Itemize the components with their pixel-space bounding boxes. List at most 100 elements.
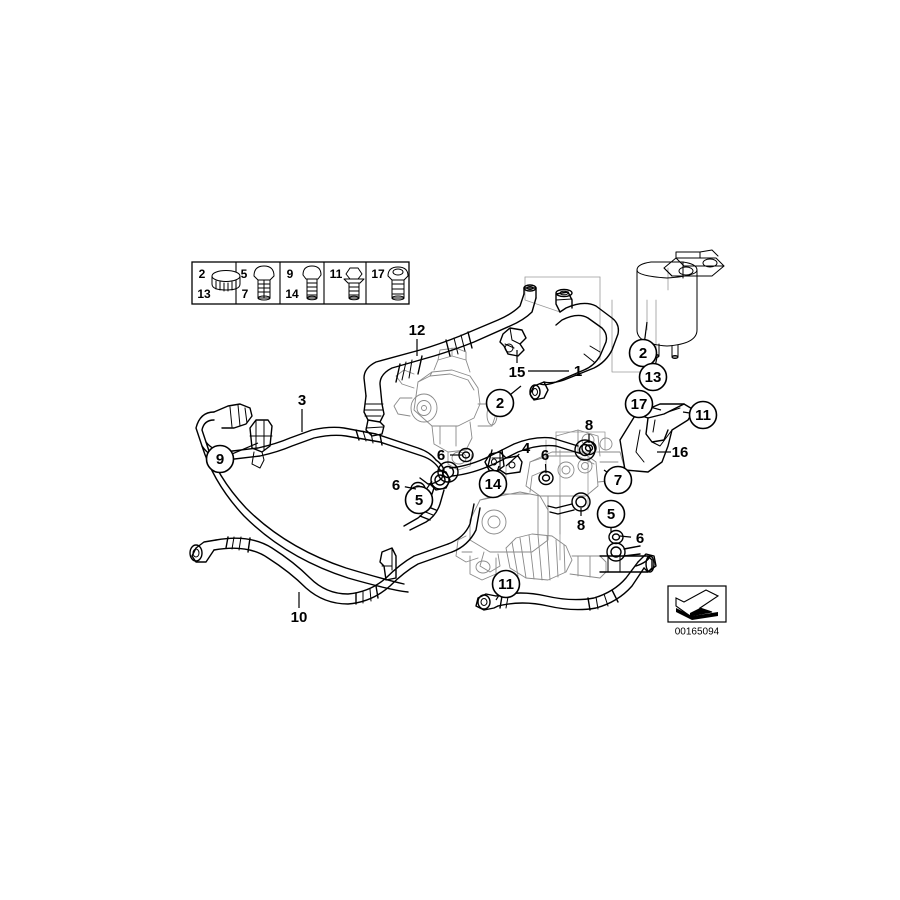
callout-number-5: 5 [607, 506, 615, 523]
callout-leader-line [682, 411, 690, 414]
callout-number-13: 13 [645, 369, 662, 386]
callout-6[interactable]: 6 [392, 477, 417, 494]
callout-circle [624, 389, 654, 419]
callout-number-6: 6 [392, 477, 400, 494]
callout-leader-line [651, 406, 662, 411]
callout-number-8: 8 [585, 417, 593, 434]
callout-number-16: 16 [672, 444, 689, 461]
callout-2[interactable]: 2 [628, 321, 658, 368]
legend-number-11: 11 [330, 267, 343, 281]
callout-10[interactable]: 10 [291, 592, 308, 626]
flange-bolt-icon [343, 267, 365, 301]
callout-6[interactable]: 6 [437, 447, 462, 464]
pressure-hose-3 [195, 403, 451, 531]
callout-17[interactable]: 17 [624, 389, 662, 419]
legend-number-5: 5 [241, 267, 248, 281]
callout-number-5: 5 [415, 492, 423, 509]
callout-3[interactable]: 3 [298, 392, 306, 432]
rack-mount-bracket [379, 547, 397, 581]
return-hose-1 [529, 288, 620, 401]
callout-13[interactable]: 13 [638, 356, 668, 392]
callout-8[interactable]: 8 [585, 417, 593, 443]
heat-shield [619, 403, 695, 473]
legend-number-13: 13 [197, 287, 211, 301]
callout-number-4: 4 [522, 440, 531, 457]
callout-number-6: 6 [636, 530, 644, 547]
hex-bolt-icon [302, 265, 322, 301]
callout-number-10: 10 [291, 609, 308, 626]
callout-circle [485, 388, 515, 418]
dome-bolt-icon [387, 266, 409, 301]
suction-hose-12 [363, 284, 537, 437]
callout-9[interactable]: 9 [205, 442, 259, 474]
diagram-id-text: 00165094 [675, 627, 720, 638]
callout-6[interactable]: 6 [619, 530, 644, 547]
legend-number-9: 9 [287, 267, 294, 281]
callout-number-7: 7 [614, 472, 622, 489]
callout-circle [688, 400, 718, 430]
callout-circle [478, 469, 508, 499]
callout-16[interactable]: 16 [657, 444, 688, 461]
legend-number-2: 2 [199, 267, 206, 281]
callout-12[interactable]: 12 [409, 322, 426, 356]
callout-7[interactable]: 7 [603, 465, 633, 495]
callout-11[interactable]: 11 [491, 569, 521, 601]
callout-15[interactable]: 15 [509, 350, 526, 381]
callout-leader-line [510, 385, 522, 395]
callout-number-15: 15 [509, 364, 526, 381]
callout-circle [205, 444, 235, 474]
legend-number-17: 17 [371, 267, 385, 281]
callout-2[interactable]: 2 [485, 385, 522, 418]
callout-5[interactable]: 5 [404, 480, 434, 515]
callout-leader-line [495, 595, 500, 601]
callout-leader-line [505, 453, 520, 467]
callout-number-2: 2 [639, 345, 647, 362]
callout-1[interactable]: 1 [528, 363, 582, 380]
sealing-washer-6d [608, 529, 624, 545]
legend-number-14: 14 [285, 287, 299, 301]
callout-4[interactable]: 4 [505, 440, 531, 467]
hose-clamp-icon [211, 270, 241, 292]
callout-leader-line [426, 480, 433, 490]
steering-gear-rack [455, 429, 625, 581]
callout-number-6: 6 [437, 447, 445, 464]
legend-number-7: 7 [242, 287, 249, 301]
callout-11[interactable]: 11 [682, 400, 718, 430]
callout-circle [628, 338, 658, 368]
hose-clip-15 [499, 327, 527, 357]
cooler-tube [599, 555, 655, 573]
callout-number-9: 9 [216, 451, 224, 468]
callout-circle [404, 485, 434, 515]
callout-number-8: 8 [577, 517, 585, 534]
callout-number-17: 17 [631, 396, 648, 413]
cooler-hose-10 [189, 503, 481, 605]
callout-number-11: 11 [695, 407, 711, 424]
callout-number-1: 1 [574, 363, 582, 380]
callout-leader-line [619, 535, 632, 538]
callout-5[interactable]: 5 [596, 499, 626, 534]
callout-number-14: 14 [485, 476, 502, 493]
callout-leader-line [232, 442, 259, 455]
callout-number-3: 3 [298, 392, 306, 409]
callout-leader-line [404, 486, 417, 490]
callout-6[interactable]: 6 [541, 447, 549, 474]
callout-leader-line [544, 463, 547, 474]
direction-arrow-icon [675, 589, 720, 620]
callout-circle [603, 465, 633, 495]
callout-14[interactable]: 14 [478, 465, 508, 499]
callout-leader-line [644, 321, 648, 340]
callout-circle [491, 569, 521, 599]
callout-8[interactable]: 8 [577, 508, 585, 534]
callout-number-6: 6 [541, 447, 549, 464]
banjo-bolt-icon [253, 265, 275, 301]
callout-circle [638, 362, 668, 392]
callout-leader-line [655, 356, 658, 364]
rack-return-hose [475, 553, 657, 611]
callout-circle [596, 499, 626, 529]
callout-leader-line [496, 465, 500, 472]
